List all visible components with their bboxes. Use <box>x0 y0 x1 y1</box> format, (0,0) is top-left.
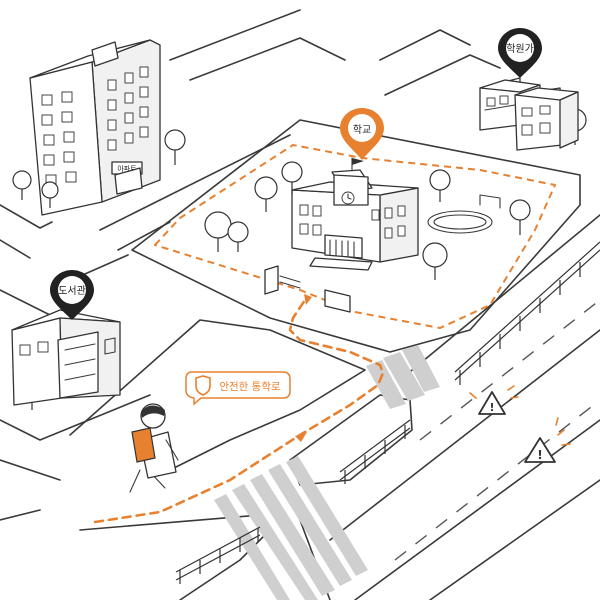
flag-icon <box>352 158 364 165</box>
tree <box>254 176 278 212</box>
tree <box>164 129 186 165</box>
tree <box>509 199 531 235</box>
school-building <box>291 157 419 271</box>
tree <box>429 169 451 202</box>
safe-route-path <box>93 298 385 524</box>
road-network <box>0 9 600 600</box>
fences <box>175 241 600 584</box>
route-arrow-icon <box>304 294 312 305</box>
tree <box>281 161 303 194</box>
safe-route-badge: 안전한 통학로 <box>185 371 291 406</box>
apartment-windows <box>41 66 149 186</box>
tree <box>204 211 232 252</box>
safe-route-label: 안전한 통학로 <box>219 381 281 393</box>
tree <box>41 181 59 208</box>
running-track <box>427 210 493 234</box>
library-building <box>11 309 121 406</box>
tree <box>422 242 448 280</box>
crosswalk-main <box>214 456 368 600</box>
tree <box>12 170 32 200</box>
warning-sign-1: ! <box>469 385 519 415</box>
tree <box>227 221 249 252</box>
warning-triangle-icon <box>478 391 506 415</box>
pin-label-school: 학교 <box>353 124 371 136</box>
warning-triangle-icon <box>524 437 556 463</box>
pin-label-academy: 학원가 <box>506 43 534 55</box>
goal-post <box>479 194 501 209</box>
pin-library[interactable]: 도서관 <box>50 270 94 320</box>
pin-label-library: 도서관 <box>58 285 86 297</box>
svg-text:!: ! <box>537 448 542 462</box>
warning-sign-2: ! <box>524 417 571 463</box>
crosswalk-upper <box>366 345 440 409</box>
apartment-sign: 아파트 <box>117 164 137 173</box>
student-figure <box>129 403 179 493</box>
route-arrow-icon <box>295 432 307 442</box>
apartment-building: 아파트 <box>29 39 161 216</box>
shield-icon <box>195 375 211 396</box>
backpack-icon <box>131 427 156 463</box>
svg-text:!: ! <box>489 401 494 414</box>
pin-school[interactable]: 학교 <box>340 108 384 160</box>
academy-buildings <box>479 77 579 151</box>
school-gate <box>264 265 351 313</box>
pin-academy[interactable]: 학원가 <box>498 28 542 78</box>
